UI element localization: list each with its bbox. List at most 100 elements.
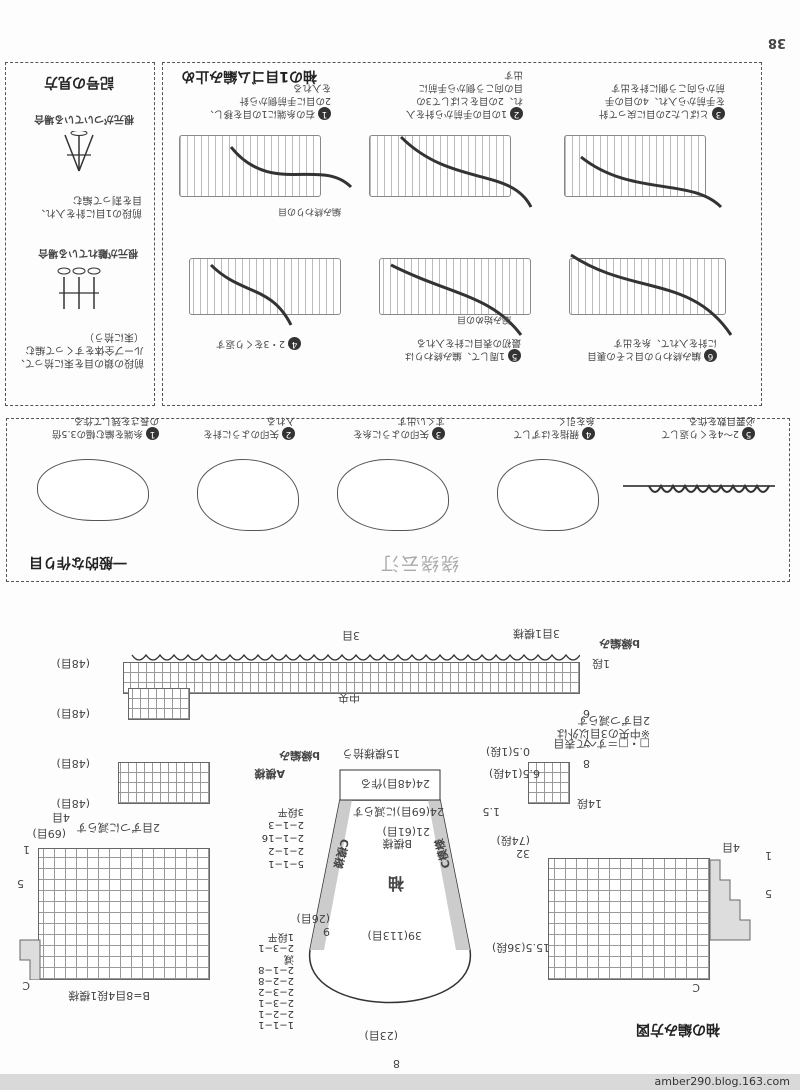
- dec-row: 3段平: [277, 806, 304, 817]
- cast-on-step-5: 52〜4をくり返して 必要目数を作る: [619, 415, 779, 551]
- bind-off-box: 袖の1目ゴム編み止め 編み終わりの目 1右の糸端に1の目を移し、 2の目に手前側…: [162, 62, 762, 406]
- inc-row: 1−1−1: [258, 1019, 294, 1030]
- width-9: 9 (26目): [296, 912, 330, 938]
- bind-off-step-5: 編み始めの目 51周して、編み終わりは 最初の表目に針を入れる: [361, 245, 551, 395]
- hand-illustration: [197, 459, 299, 531]
- border-b: b縁編み: [279, 749, 320, 762]
- side-count-1: (48目): [56, 657, 90, 670]
- needle-yarn-icon: [399, 135, 533, 208]
- border-b-label: b縁編み: [599, 637, 640, 650]
- step-text: 1右の糸端に1の目を移し、 2の目に手前側から針 を入れる: [204, 82, 331, 120]
- dec-row: 2−1−2: [268, 845, 304, 856]
- width-24b: 24(69目)に減らす: [352, 805, 444, 818]
- hand-illustration: [337, 459, 449, 531]
- chart-grid: [548, 858, 710, 980]
- inc-row: 減: [284, 953, 294, 964]
- step-number: 3: [432, 427, 445, 440]
- symbol-separated-icon: [57, 267, 101, 309]
- needle-yarn-icon: [580, 155, 723, 209]
- step-number: 1: [318, 107, 331, 120]
- c-label: C: [22, 979, 30, 992]
- row-1: 1: [23, 843, 30, 856]
- count-69: (69目): [32, 827, 66, 840]
- cast-on-step-2: 2矢印のように針を 入れる: [169, 415, 319, 551]
- step-number: 1: [146, 427, 159, 440]
- inc-row: 1段平: [267, 931, 294, 942]
- dec-row: 2−1−16: [261, 832, 304, 843]
- symbol-separated-label: 根元が離れている場合: [38, 247, 138, 258]
- right-strip-grid: [128, 688, 190, 720]
- bind-off-step-2: 21の目の手前から針を入 れ、2の目をとばして3の 目の向こう側から手前に 出す: [361, 69, 551, 237]
- count-3-label: 3目: [342, 629, 360, 642]
- chain-stitches-icon: [623, 483, 775, 493]
- step-number: 2: [510, 107, 523, 120]
- row-label-6: 6: [583, 707, 590, 720]
- step-edge: [709, 859, 751, 941]
- needle-yarn-icon: [570, 253, 733, 336]
- step-edge: [19, 939, 41, 980]
- step-number: 6: [704, 349, 717, 362]
- step-text: 51周して、編み終わりは 最初の表目に針を入れる: [404, 337, 521, 362]
- b-repeat: B=8目4段1模様: [68, 989, 150, 1002]
- step-text: 21の目の手前から針を入 れ、2の目をとばして3の 目の向こう側から手前に 出す: [405, 69, 523, 120]
- increase-list: 1−1−1 2−2−1 2−3−1 2−3−2 2−2−8 2−1−8 減 2−…: [244, 931, 294, 1030]
- step-text: 3矢印のように糸を すくい出す: [352, 415, 445, 440]
- footer-url: amber290.blog.163.com: [654, 1075, 790, 1088]
- cast-on-title: 一般的な作り目: [29, 554, 127, 570]
- symbol-attached-desc: 前段の1目に針を入れ、 目を割って編む: [35, 194, 142, 218]
- side-4: 4目: [52, 811, 70, 824]
- sleeve-title: 袖: [387, 874, 404, 893]
- bind-off-step-3: 3とばした2の目に戻って針 を手前から入れ、4の目の手 前から向こう側に針を出す: [551, 82, 751, 237]
- chart-grid: [38, 848, 210, 980]
- side-count-2: (48目): [56, 707, 90, 720]
- step-text: 3とばした2の目に戻って針 を手前から入れ、4の目の手 前から向こう側に針を出す: [598, 82, 725, 120]
- side-count-4: (48目): [56, 797, 90, 810]
- side-count-3: (48目): [56, 757, 90, 770]
- needle-yarn-icon: [390, 263, 523, 336]
- step-number: 5: [742, 427, 755, 440]
- chart-title: 袖の編み方図: [636, 1021, 720, 1037]
- legend: □・□＝すべて表目: [553, 737, 650, 750]
- step-text: 1糸端を編む幅の3.5倍 の長さを残して作る: [51, 415, 159, 440]
- decrease-list: 5−1−1 2−1−2 2−1−16 2−1−3 3段平: [254, 805, 304, 870]
- height-15: 1.5: [482, 805, 501, 818]
- step-text: 42・3をくり返す: [216, 337, 301, 363]
- sleeve-top-chart: b縁編み 1段 3目1模様 3目 中央 ※中央の3目以外は 2目ずつ減らす 6 …: [0, 620, 780, 820]
- height-05: 0.5(1段): [485, 745, 530, 758]
- inc-row: 2−3−2: [258, 986, 294, 997]
- symbol-attached-label: 根元がついている場合: [34, 113, 134, 124]
- page-number: 38: [767, 35, 786, 50]
- row-label-14: 14段: [577, 797, 602, 810]
- width-39: 39(113目): [367, 929, 422, 942]
- sleeve-outline: [309, 769, 471, 1004]
- row-5: 5: [17, 877, 24, 890]
- row-label-8: 8: [583, 757, 590, 770]
- inc-row: 2−3−1: [258, 997, 294, 1008]
- hand-illustration: [37, 459, 149, 521]
- cast-on-step-3: 3矢印のように糸を すくい出す: [319, 415, 469, 551]
- step-text: 52〜4をくり返して 必要目数を作る: [660, 415, 755, 440]
- step-text: 2矢印のように針を 入れる: [202, 415, 295, 440]
- bind-off-step-4: 42・3をくり返す: [171, 245, 361, 395]
- width-21: 21(61目): [382, 825, 430, 838]
- step-text: 6編み終わりの目とその裏目 に針を入れて、糸を出す: [587, 337, 717, 362]
- hand-illustration: [497, 459, 599, 531]
- sleeve-chart-right: C 1 5 (69目) 2目ずつに減らす B=8目4段1模様 4目: [10, 811, 210, 1002]
- cast-on-step-1: 1糸端を編む幅の3.5倍 の長さを残して作る: [19, 415, 169, 551]
- chain-row-icon: [131, 653, 580, 661]
- watermark: 绕绕云汀: [379, 552, 459, 573]
- step-number: 3: [712, 107, 725, 120]
- symbol-separated-desc: 前段の鎖の目を束に拾って、 ループ全体をすくって編む （束に拾う）: [15, 331, 144, 368]
- row-1: 1: [765, 849, 772, 862]
- width-8: 8: [393, 1057, 400, 1070]
- width-23: (23目): [364, 1029, 398, 1042]
- inc-row: 2−2−8: [258, 975, 294, 986]
- height-65: 6.5(14段): [488, 767, 540, 780]
- repeat-label: 3目1模様: [513, 627, 560, 640]
- symbol-attached-icon: [64, 131, 94, 172]
- cast-on-box: 一般的な作り目 1糸端を編む幅の3.5倍 の長さを残して作る 2矢印のように針を…: [6, 415, 790, 582]
- needle-yarn-icon: [209, 263, 293, 326]
- cast-on-step-4: 4親指をはずして 糸を引く: [469, 415, 619, 551]
- needle-yarn-icon: [229, 146, 353, 189]
